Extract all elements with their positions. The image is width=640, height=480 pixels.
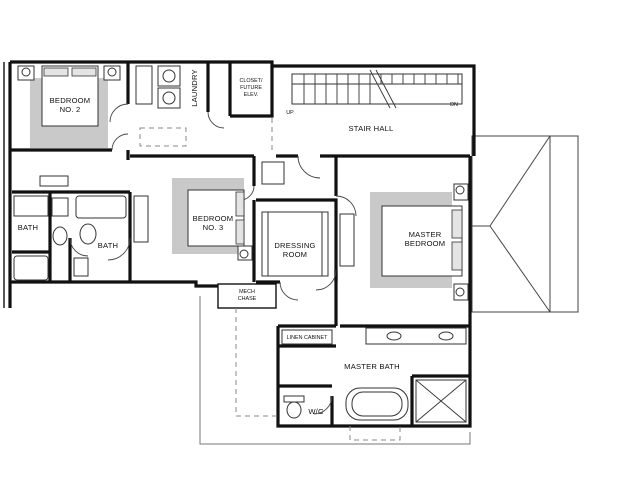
label-bath-mid: BATH: [98, 241, 119, 250]
label-bedroom-3: BEDROOM: [193, 214, 234, 223]
bed-bedroom-2: [17, 65, 121, 127]
laundry-fixtures: [135, 65, 181, 109]
label-bedroom-2: BEDROOM: [50, 96, 91, 105]
interior-walls: [10, 62, 470, 426]
label-master-bath: MASTER BATH: [344, 362, 400, 371]
label-closet: CLOSET/: [239, 78, 263, 84]
label-dressing-room: ROOM: [283, 250, 307, 259]
label-dressing: DRESSING: [274, 241, 315, 250]
door-swings: [69, 103, 357, 415]
room-labels: BEDROOM NO. 2 LAUNDRY CLOSET/ FUTURE ELE…: [18, 69, 458, 416]
label-stair-hall: STAIR HALL: [349, 124, 394, 133]
label-stair-down: DN: [450, 102, 458, 108]
staircase: [291, 69, 463, 109]
bath-fixtures: [13, 175, 127, 281]
label-closet-future: FUTURE: [240, 85, 262, 91]
label-master-bedroom: BEDROOM: [405, 239, 446, 248]
label-master: MASTER: [409, 230, 442, 239]
bed-master: [339, 183, 469, 301]
master-bath-fixtures: [281, 327, 467, 423]
label-closet-elev: ELEV.: [244, 92, 259, 98]
bedroom3-closets: [133, 161, 285, 243]
dashed-outlines: [139, 118, 401, 441]
roof-outline: [199, 135, 579, 445]
label-bedroom-2-no: NO. 2: [60, 105, 81, 114]
fixture-circles: [21, 67, 465, 297]
label-bath-left: BATH: [18, 223, 39, 232]
bed-bedroom-3: [187, 189, 253, 261]
label-laundry: LAUNDRY: [190, 69, 199, 107]
label-bedroom-3-no: NO. 3: [203, 223, 224, 232]
label-wc: W/C: [308, 407, 324, 416]
label-mech: MECH: [239, 289, 255, 295]
label-mech-chase: CHASE: [238, 296, 257, 302]
dressing-room-fixtures: [261, 211, 329, 277]
label-stair-up: UP: [286, 110, 294, 116]
label-linen-cabinet: LINEN CABINET: [287, 335, 328, 341]
